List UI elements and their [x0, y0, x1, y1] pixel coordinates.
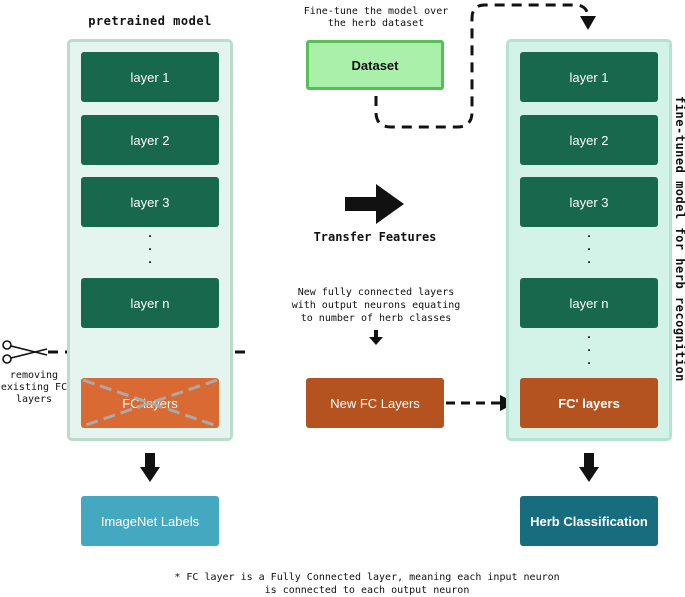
pretrained-fc-layers: FC layers — [81, 378, 219, 428]
arrow-down-icon — [580, 16, 596, 30]
finetuned-layer-n: layer n — [520, 278, 658, 328]
finetuned-panel — [506, 39, 672, 441]
pretrained-layer-1: layer 1 — [81, 52, 219, 102]
pretrained-layer-3: layer 3 — [81, 177, 219, 227]
note-arrow-icon — [369, 330, 383, 345]
finetuned-ellipsis-2: ... — [587, 327, 591, 367]
finetuned-layer-3: layer 3 — [520, 177, 658, 227]
transfer-arrow-icon — [345, 184, 404, 224]
imagenet-labels: ImageNet Labels — [81, 496, 219, 546]
new-fc-layers-box: New FC Layers — [306, 378, 444, 428]
footnote: * FC layer is a Fully Connected layer, m… — [174, 572, 560, 596]
removing-note: removing existing FC layers — [0, 370, 68, 405]
finetuned-title: fine-tuned model for herb recognition — [673, 96, 685, 382]
scissors-icon — [2, 340, 48, 364]
dataset-flow-path — [374, 3, 590, 129]
pretrained-panel — [67, 39, 233, 441]
herb-classification: Herb Classification — [520, 496, 658, 546]
arrow-down-icon — [579, 453, 599, 482]
pretrained-title: pretrained model — [88, 14, 212, 28]
pretrained-layer-2: layer 2 — [81, 115, 219, 165]
finetuned-fc-layers: FC' layers — [520, 378, 658, 428]
transfer-features-label: Transfer Features — [313, 230, 437, 244]
pretrained-ellipsis: ... — [148, 226, 152, 266]
dataset-note: Fine-tune the model over the herb datase… — [303, 6, 449, 29]
pretrained-layer-n: layer n — [81, 278, 219, 328]
finetuned-layer-2: layer 2 — [520, 115, 658, 165]
arrow-down-icon — [140, 453, 160, 482]
finetuned-ellipsis-1: ... — [587, 226, 591, 266]
cross-out-icon — [82, 378, 218, 428]
finetuned-layer-1: layer 1 — [520, 52, 658, 102]
dataset-box: Dataset — [306, 40, 444, 90]
new-fc-note: New fully connected layers with output n… — [291, 287, 461, 324]
